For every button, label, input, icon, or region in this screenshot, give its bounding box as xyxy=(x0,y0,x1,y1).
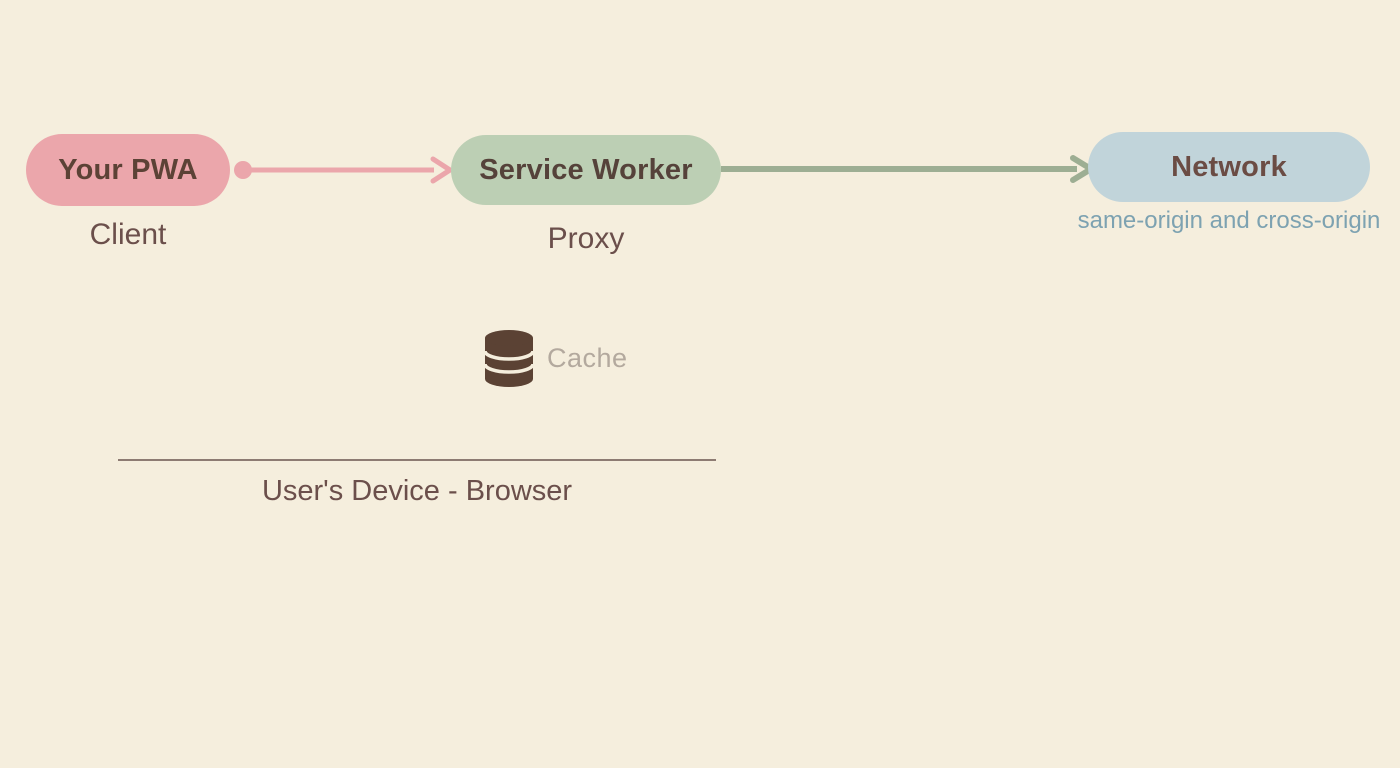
caption-network-origins: same-origin and cross-origin xyxy=(1077,207,1381,234)
caption-proxy: Proxy xyxy=(547,222,625,255)
device-label: User's Device - Browser xyxy=(261,475,573,507)
arrow-pwa-to-service-worker xyxy=(234,156,453,184)
node-service-worker-label: Service Worker xyxy=(479,153,693,186)
arrowhead-icon xyxy=(430,156,453,184)
arrow-start-dot xyxy=(234,161,252,179)
arrow-service-worker-to-network xyxy=(721,155,1094,183)
node-your-pwa: Your PWA xyxy=(26,134,230,206)
node-service-worker: Service Worker xyxy=(451,135,721,205)
node-your-pwa-label: Your PWA xyxy=(58,153,198,186)
node-network: Network xyxy=(1088,132,1370,202)
caption-client: Client xyxy=(89,218,167,251)
cache-label: Cache xyxy=(547,343,628,373)
device-boundary-line xyxy=(118,459,716,461)
node-network-label: Network xyxy=(1171,150,1287,183)
cache-group: Cache xyxy=(485,330,628,387)
database-icon xyxy=(485,330,533,387)
